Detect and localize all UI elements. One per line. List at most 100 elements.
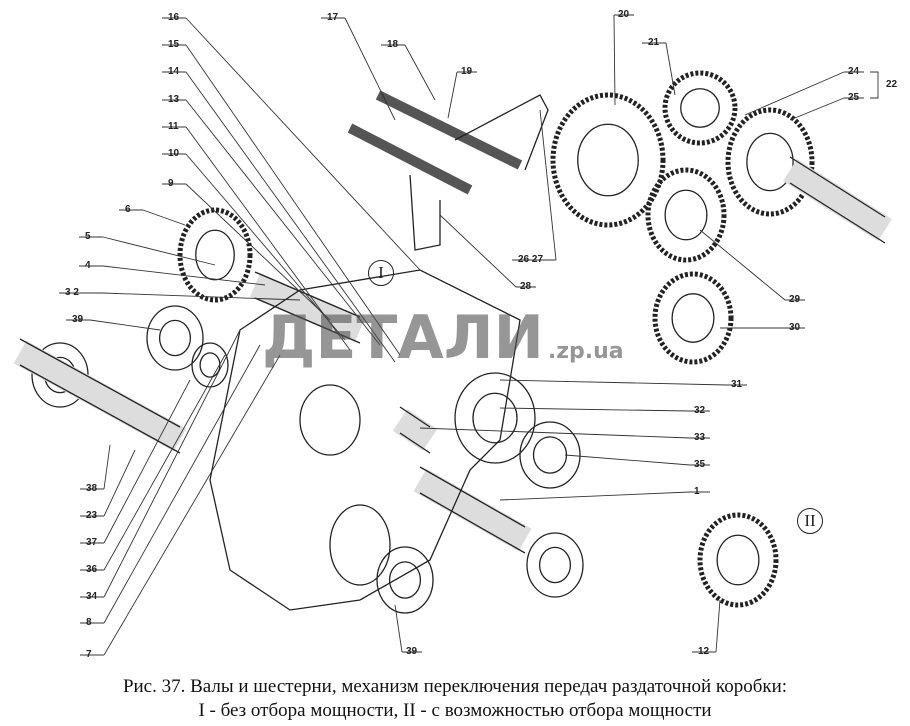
bearing-race: [158, 319, 192, 357]
leader-line: [499, 491, 691, 501]
leader-line: [102, 265, 266, 286]
part-label: 19: [461, 66, 473, 77]
leader-line: [89, 319, 161, 331]
gear: [550, 92, 666, 228]
watermark-domain: .zp.ua: [547, 339, 624, 364]
shaft: [783, 159, 892, 241]
leader-line: [404, 44, 436, 101]
leader-line: [715, 599, 721, 653]
leader-line: [344, 17, 396, 121]
leader-line: [185, 183, 331, 321]
part-label: 20: [618, 9, 630, 20]
bearing: [454, 372, 536, 464]
figure-caption-line-1: Рис. 37. Валы и шестерни, механизм перек…: [122, 676, 788, 697]
gear-hub: [671, 293, 715, 343]
gear-hub: [746, 132, 794, 192]
part-label: 28: [520, 281, 532, 292]
bearing: [526, 532, 584, 598]
watermark-logo: ДЕТАЛИ: [262, 303, 544, 373]
part-label: 4: [85, 260, 91, 271]
shaft: [413, 468, 532, 552]
part-label: 21: [648, 37, 660, 48]
part-label: 12: [698, 646, 710, 657]
shaft: [249, 273, 366, 342]
gear-hub: [680, 88, 720, 128]
part-label: 3 2: [65, 287, 79, 298]
leader-line: [539, 109, 557, 261]
bearing: [376, 546, 434, 614]
leader-line: [665, 42, 676, 96]
part-label: 11: [168, 121, 179, 132]
gear-hub: [664, 189, 708, 241]
gear: [177, 207, 253, 303]
bearing: [519, 421, 581, 489]
bearing: [146, 305, 204, 371]
watermark: ДЕТАЛИ .zp.ua: [262, 306, 624, 370]
leader-line: [564, 454, 691, 466]
leader-line: [185, 99, 381, 346]
gear: [645, 167, 727, 263]
gear: [662, 70, 738, 146]
bearing-race: [532, 436, 568, 474]
part-label: 8: [86, 617, 92, 628]
part-label: 15: [168, 39, 180, 50]
shaft: [392, 409, 438, 451]
leader-line: [419, 427, 691, 439]
part-label: 22: [886, 79, 898, 90]
part-label: 10: [168, 148, 180, 159]
gear: [652, 271, 734, 365]
shaft: [13, 340, 187, 452]
part-label: 30: [789, 322, 801, 333]
leader-line: [185, 71, 396, 363]
part-label: 31: [731, 379, 743, 390]
leader-line: [103, 329, 241, 598]
bearing-race: [538, 546, 572, 584]
housing-bore: [299, 384, 361, 456]
shift-rod: [375, 90, 523, 170]
part-label: 5: [85, 231, 91, 242]
shaft-edge: [419, 492, 526, 554]
part-label: 6: [125, 204, 131, 215]
part-label: 23: [86, 510, 98, 521]
part-label: 18: [387, 39, 399, 50]
bearing-race: [472, 392, 518, 444]
part-label: 14: [168, 66, 180, 77]
gear-hub: [716, 534, 760, 586]
gear: [697, 512, 779, 608]
part-label: 16: [168, 12, 180, 23]
part-label: 24: [848, 66, 860, 77]
leader-line: [185, 17, 421, 271]
leader-line: [103, 354, 281, 656]
leader-line: [142, 209, 186, 226]
shaft-edge: [399, 406, 431, 428]
shift-fork: [409, 94, 549, 251]
gear-hub: [577, 123, 639, 197]
shaft-edge: [789, 156, 886, 218]
leader-line: [103, 379, 191, 544]
part-label: 37: [86, 537, 98, 548]
part-label: 38: [86, 483, 98, 494]
bracket-22: [870, 71, 879, 99]
leader-line: [103, 444, 111, 490]
part-label: 33: [694, 432, 706, 443]
part-label: 13: [168, 94, 180, 105]
leader-line: [394, 604, 403, 653]
gearbox-housing: [209, 269, 521, 611]
leader-line: [699, 229, 786, 301]
leader-line: [103, 449, 136, 517]
bearing-race: [388, 561, 422, 599]
housing-bore: [329, 504, 391, 586]
shaft-edge: [399, 432, 431, 454]
leader-line: [499, 407, 691, 412]
leader-line: [447, 71, 458, 119]
shaft-edge: [419, 466, 526, 528]
bearing-race: [199, 352, 221, 378]
leader-line: [185, 44, 401, 356]
part-label: 26 27: [518, 254, 544, 265]
variant-i-marker: I: [368, 260, 394, 286]
leader-line: [789, 97, 845, 121]
shift-rod: [347, 123, 473, 195]
shaft-edge: [19, 338, 181, 428]
